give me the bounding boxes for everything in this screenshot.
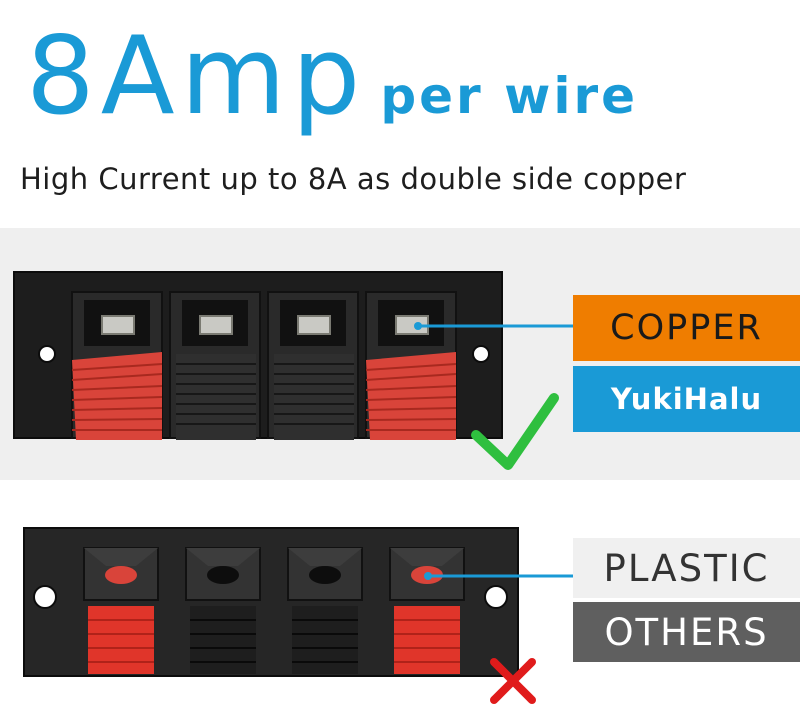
copper-terminal-3 bbox=[267, 291, 359, 440]
copper-terminal-board bbox=[13, 271, 503, 440]
copper-terminal-1 bbox=[71, 291, 163, 440]
check-mark-icon bbox=[471, 393, 559, 470]
cross-mark-icon bbox=[490, 658, 536, 704]
plastic-terminal-1 bbox=[83, 547, 159, 674]
copper-terminal-4 bbox=[365, 291, 457, 440]
plastic-label: PLASTIC bbox=[573, 538, 800, 598]
plastic-terminal-board bbox=[23, 527, 519, 677]
brand-label: YukiHalu bbox=[573, 366, 800, 432]
subheadline: High Current up to 8A as double side cop… bbox=[20, 162, 687, 196]
plastic-terminal-2 bbox=[185, 547, 261, 674]
plastic-terminal-3 bbox=[287, 547, 363, 674]
headline-amperage: 8Amp bbox=[26, 14, 367, 139]
headline-per-wire: per wire bbox=[380, 67, 639, 125]
plastic-terminal-4 bbox=[389, 547, 465, 674]
copper-label: COPPER bbox=[573, 295, 800, 361]
others-label: OTHERS bbox=[573, 602, 800, 662]
copper-terminal-2 bbox=[169, 291, 261, 440]
